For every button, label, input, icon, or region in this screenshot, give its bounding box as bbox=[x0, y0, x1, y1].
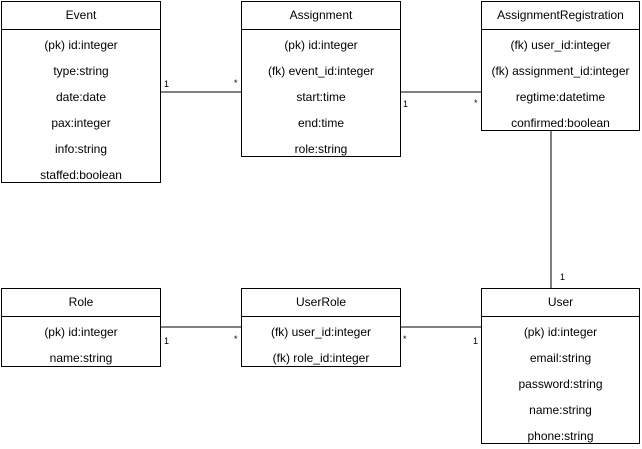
entity-name: AssignmentRegistration bbox=[482, 2, 639, 30]
attribute: email:string bbox=[529, 351, 592, 365]
attribute: name:string bbox=[49, 351, 113, 365]
entity-name: UserRole bbox=[242, 289, 400, 317]
attribute: role:string bbox=[294, 142, 348, 156]
attribute: confirmed:boolean bbox=[511, 116, 610, 130]
attribute: (fk) event_id:integer bbox=[267, 64, 375, 78]
attribute: (fk) user_id:integer bbox=[270, 325, 372, 339]
attribute: staffed:boolean bbox=[40, 168, 122, 182]
attribute: pax:integer bbox=[51, 116, 111, 130]
multiplicity-label: * bbox=[234, 78, 238, 88]
entity-assignment: Assignment (pk) id:integer (fk) event_id… bbox=[241, 1, 401, 157]
entity-name: Event bbox=[2, 2, 160, 30]
attribute: (fk) assignment_id:integer bbox=[491, 64, 630, 78]
entity-assignment-registration: AssignmentRegistration (fk) user_id:inte… bbox=[481, 1, 640, 131]
attribute: (fk) user_id:integer bbox=[510, 38, 611, 52]
entity-name: Assignment bbox=[242, 2, 400, 30]
multiplicity-label: 1 bbox=[473, 336, 479, 346]
entity-user: User (pk) id:integer email:string passwo… bbox=[481, 288, 640, 444]
attribute: (pk) id:integer bbox=[284, 38, 358, 52]
multiplicity-label: 1 bbox=[164, 79, 170, 89]
entity-event: Event (pk) id:integer type:string date:d… bbox=[1, 1, 161, 183]
attribute: regtime:datetime bbox=[515, 90, 606, 104]
entity-name: User bbox=[482, 289, 639, 317]
multiplicity-label: * bbox=[234, 334, 238, 344]
multiplicity-label: 1 bbox=[164, 336, 170, 346]
multiplicity-label: * bbox=[403, 334, 407, 344]
attribute: password:string bbox=[518, 377, 603, 391]
attribute: (pk) id:integer bbox=[44, 38, 118, 52]
attribute: name:string bbox=[529, 403, 592, 417]
attribute: type:string bbox=[53, 64, 109, 78]
multiplicity-label: 1 bbox=[560, 272, 566, 282]
entity-name: Role bbox=[2, 289, 160, 317]
attribute: end:time bbox=[297, 116, 345, 130]
entity-user-role: UserRole (fk) user_id:integer (fk) role_… bbox=[241, 288, 401, 367]
entity-role: Role (pk) id:integer name:string bbox=[1, 288, 161, 367]
multiplicity-label: 1 bbox=[403, 99, 409, 109]
attribute: info:string bbox=[54, 142, 108, 156]
attribute: start:time bbox=[296, 90, 346, 104]
attribute: date:date bbox=[55, 90, 107, 104]
multiplicity-label: * bbox=[474, 98, 478, 108]
attribute: (pk) id:integer bbox=[523, 325, 598, 339]
attribute: phone:string bbox=[527, 429, 594, 443]
attribute: (fk) role_id:integer bbox=[272, 351, 370, 365]
attribute: (pk) id:integer bbox=[44, 325, 118, 339]
